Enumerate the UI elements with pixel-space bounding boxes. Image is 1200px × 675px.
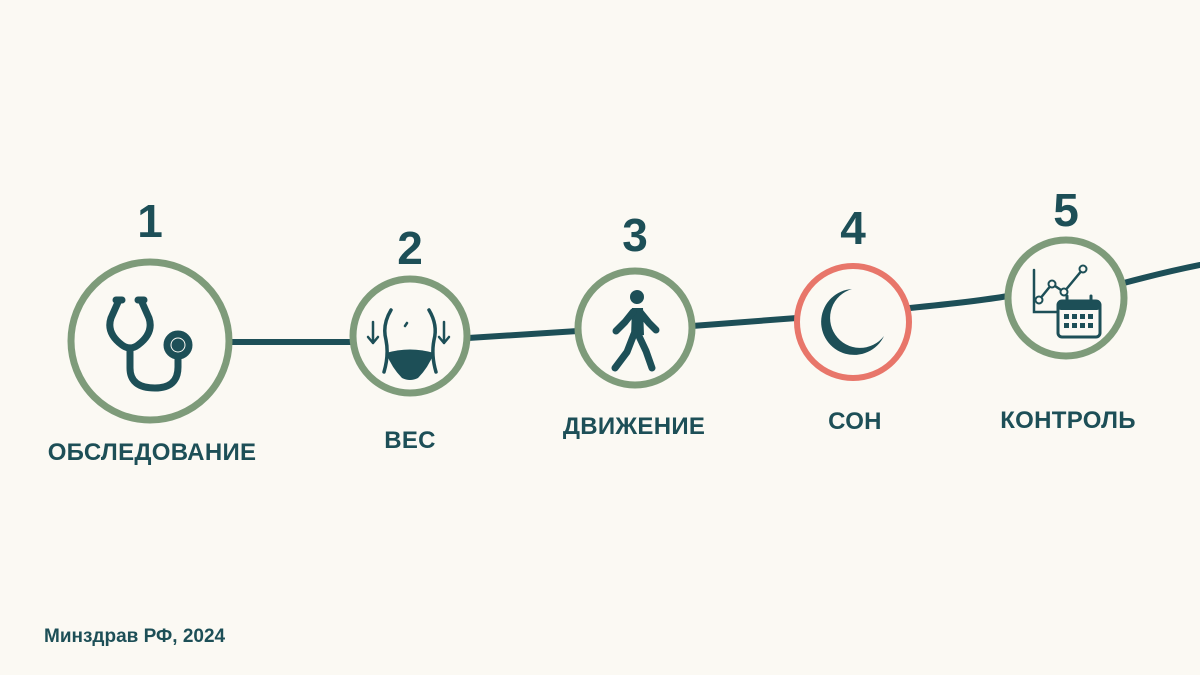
walking-person-icon bbox=[611, 290, 660, 372]
source-footer: Минздрав РФ, 2024 bbox=[44, 626, 226, 647]
step-4-label: СОН bbox=[828, 408, 882, 435]
step-4-circle bbox=[794, 263, 912, 381]
moon-icon bbox=[821, 289, 884, 355]
step-4-number: 4 bbox=[840, 202, 866, 254]
step-1-number: 1 bbox=[137, 195, 163, 247]
waist-weight-icon bbox=[366, 308, 451, 380]
step-5-number: 5 bbox=[1053, 184, 1079, 236]
step-2-number: 2 bbox=[397, 222, 423, 274]
timeline-path bbox=[219, 262, 1200, 345]
step-3-label: ДВИЖЕНИЕ bbox=[562, 413, 706, 440]
step-1-circle bbox=[67, 258, 233, 424]
chart-calendar-icon bbox=[1032, 264, 1102, 339]
step-5-label: КОНТРОЛЬ bbox=[1000, 407, 1136, 434]
stethoscope-icon bbox=[106, 296, 193, 392]
step-2-label: ВЕС bbox=[384, 427, 436, 454]
step-3-number: 3 bbox=[622, 209, 648, 261]
step-1-label: ОБСЛЕДОВАНИЕ bbox=[47, 439, 257, 466]
step-2-circle bbox=[349, 275, 471, 397]
